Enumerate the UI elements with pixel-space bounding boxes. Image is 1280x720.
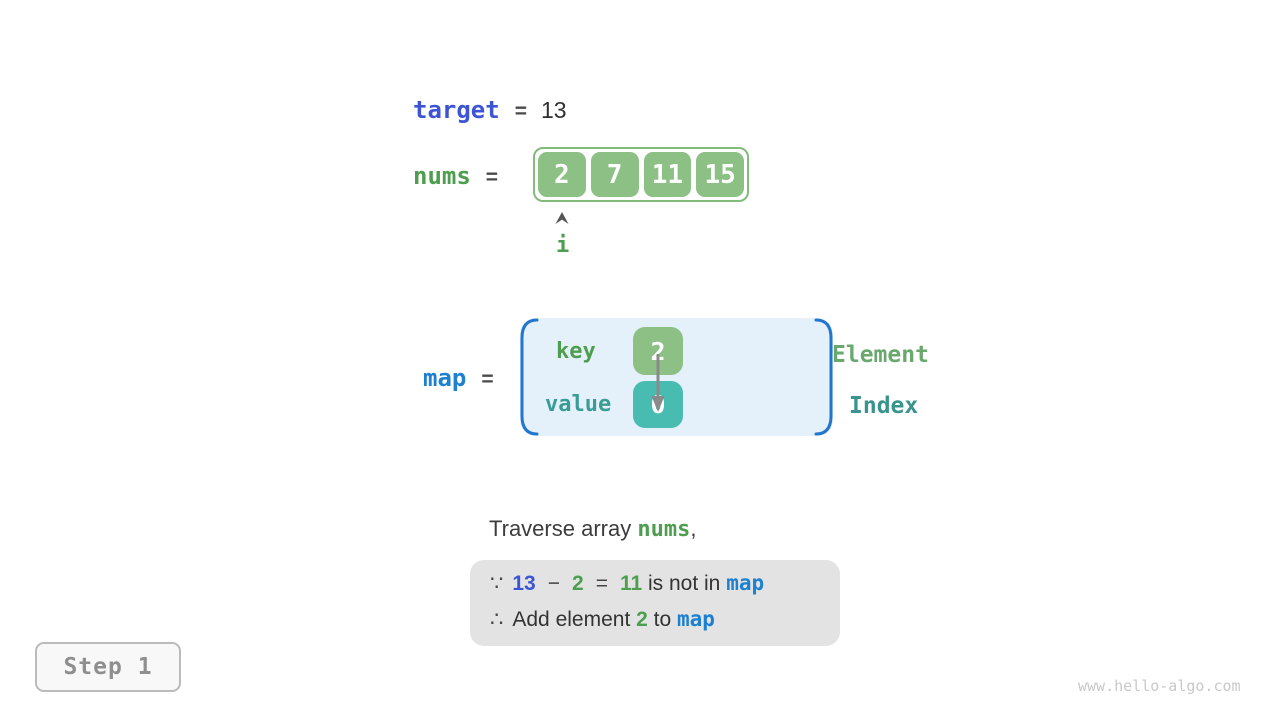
caption: Traverse array nums, (489, 516, 696, 542)
note-line1-map-code: map (726, 571, 765, 595)
nums-array: 2 7 11 15 (533, 147, 749, 202)
reasoning-line-2: ∴ Add element 2 to map (490, 607, 840, 643)
map-row-label: map = (423, 364, 494, 392)
step-badge: Step 1 (35, 642, 181, 692)
minus-operator: − (547, 572, 560, 595)
map-keyword: map (423, 364, 467, 392)
nums-keyword: nums (413, 162, 471, 190)
because-symbol: ∵ (490, 572, 504, 595)
array-cell: 7 (590, 152, 639, 197)
note-difference-value: 11 (619, 572, 643, 595)
map-key-label: key (556, 339, 596, 364)
nums-row-label: nums = (413, 162, 498, 190)
map-value-cell: 0 (633, 381, 683, 428)
note-line2-text1: Add element (512, 608, 637, 631)
reasoning-box: ∵ 13 − 2 = 11 is not in map ∴ Add elemen… (470, 560, 840, 646)
target-keyword: target (413, 96, 500, 124)
target-value: 13 (540, 97, 567, 123)
note-line2-text2: to (647, 608, 677, 631)
target-equals: = (514, 100, 527, 123)
caption-text-after: , (690, 516, 697, 541)
note-line1-text: is not in (642, 572, 727, 595)
legend-index: Index (849, 393, 919, 419)
array-cell: 11 (643, 152, 692, 197)
caption-code-nums: nums (637, 517, 691, 542)
note-target-value: 13 (512, 572, 536, 595)
note-line2-map-code: map (677, 607, 715, 631)
note-added-value: 2 (636, 608, 648, 631)
equals-operator: = (595, 572, 608, 595)
map-value-label: value (545, 392, 612, 417)
map-equals: = (481, 368, 494, 391)
caret-up-icon (555, 212, 569, 230)
array-cell: 15 (696, 152, 744, 197)
therefore-symbol: ∴ (490, 608, 504, 631)
index-pointer-label: i (556, 233, 570, 258)
reasoning-line-1: ∵ 13 − 2 = 11 is not in map (490, 571, 840, 607)
watermark: www.hello-algo.com (1078, 677, 1241, 695)
nums-equals: = (485, 166, 499, 189)
caption-text-before: Traverse array (489, 516, 638, 541)
legend-element: Element (832, 342, 929, 368)
target-row: target = 13 (413, 96, 567, 124)
map-key-cell: 2 (633, 327, 683, 375)
note-element-value: 2 (572, 572, 584, 595)
array-cell: 2 (538, 152, 586, 197)
